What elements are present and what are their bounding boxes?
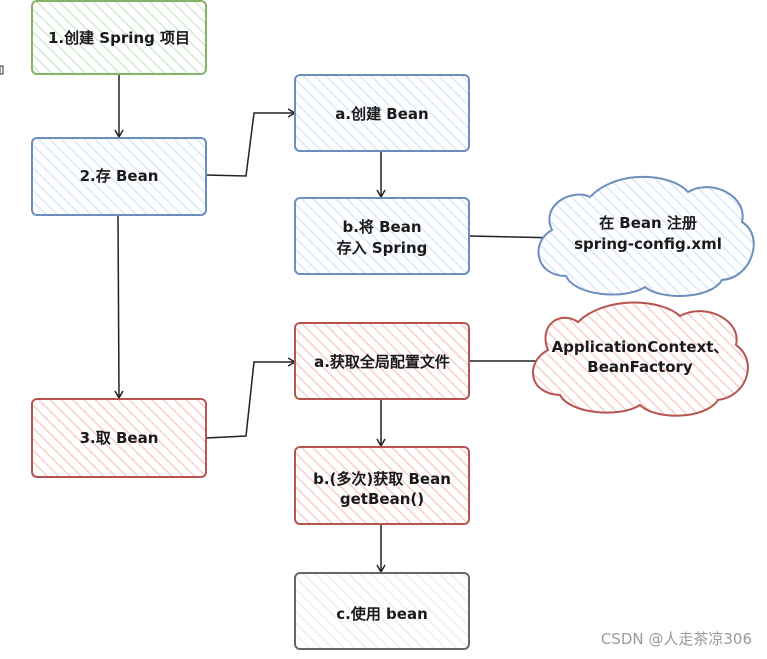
cloud-register-bean-line2: spring-config.xml (574, 235, 722, 253)
node-store-bean: 2.存 Bean (31, 137, 207, 216)
node-fetch-bean-multi-line1: b.(多次)获取 Bean (313, 470, 451, 488)
cloud-register-bean: 在 Bean 注册 spring-config.xml (537, 175, 755, 297)
node-create-project-line1: 1.创建 Spring 项目 (48, 29, 190, 47)
node-put-bean-spring: b.将 Bean 存入 Spring (294, 197, 470, 275)
cloud-register-bean-line1: 在 Bean 注册 (599, 214, 697, 232)
node-store-bean-line1: 2.存 Bean (80, 167, 159, 185)
node-use-bean: c.使用 bean (294, 572, 470, 650)
cloud-application-context-line2: BeanFactory (587, 358, 693, 376)
cloud-application-context: ApplicationContext、 BeanFactory (532, 301, 749, 417)
stray-mark (0, 65, 4, 75)
node-get-bean-line1: 3.取 Bean (80, 429, 159, 447)
watermark-text: CSDN @人走茶凉306 (601, 630, 752, 648)
node-fetch-bean-multi-line2: getBean() (340, 490, 424, 508)
node-put-bean-spring-line2: 存入 Spring (337, 239, 428, 257)
connectors (114, 74, 564, 574)
node-global-config: a.获取全局配置文件 (294, 322, 470, 400)
edge-get-to-global-config (205, 357, 297, 439)
edge-store-to-create-bean (205, 108, 297, 177)
edge-store-to-get (114, 214, 124, 400)
node-use-bean-line1: c.使用 bean (336, 605, 428, 623)
node-put-bean-spring-line1: b.将 Bean (342, 218, 421, 236)
node-global-config-line1: a.获取全局配置文件 (314, 353, 450, 371)
node-create-project: 1.创建 Spring 项目 (31, 0, 207, 75)
node-create-bean-line1: a.创建 Bean (335, 105, 428, 123)
node-get-bean: 3.取 Bean (31, 398, 207, 478)
node-fetch-bean-multi: b.(多次)获取 Bean getBean() (294, 446, 470, 525)
node-create-bean: a.创建 Bean (294, 74, 470, 152)
cloud-application-context-line1: ApplicationContext、 (552, 338, 729, 356)
